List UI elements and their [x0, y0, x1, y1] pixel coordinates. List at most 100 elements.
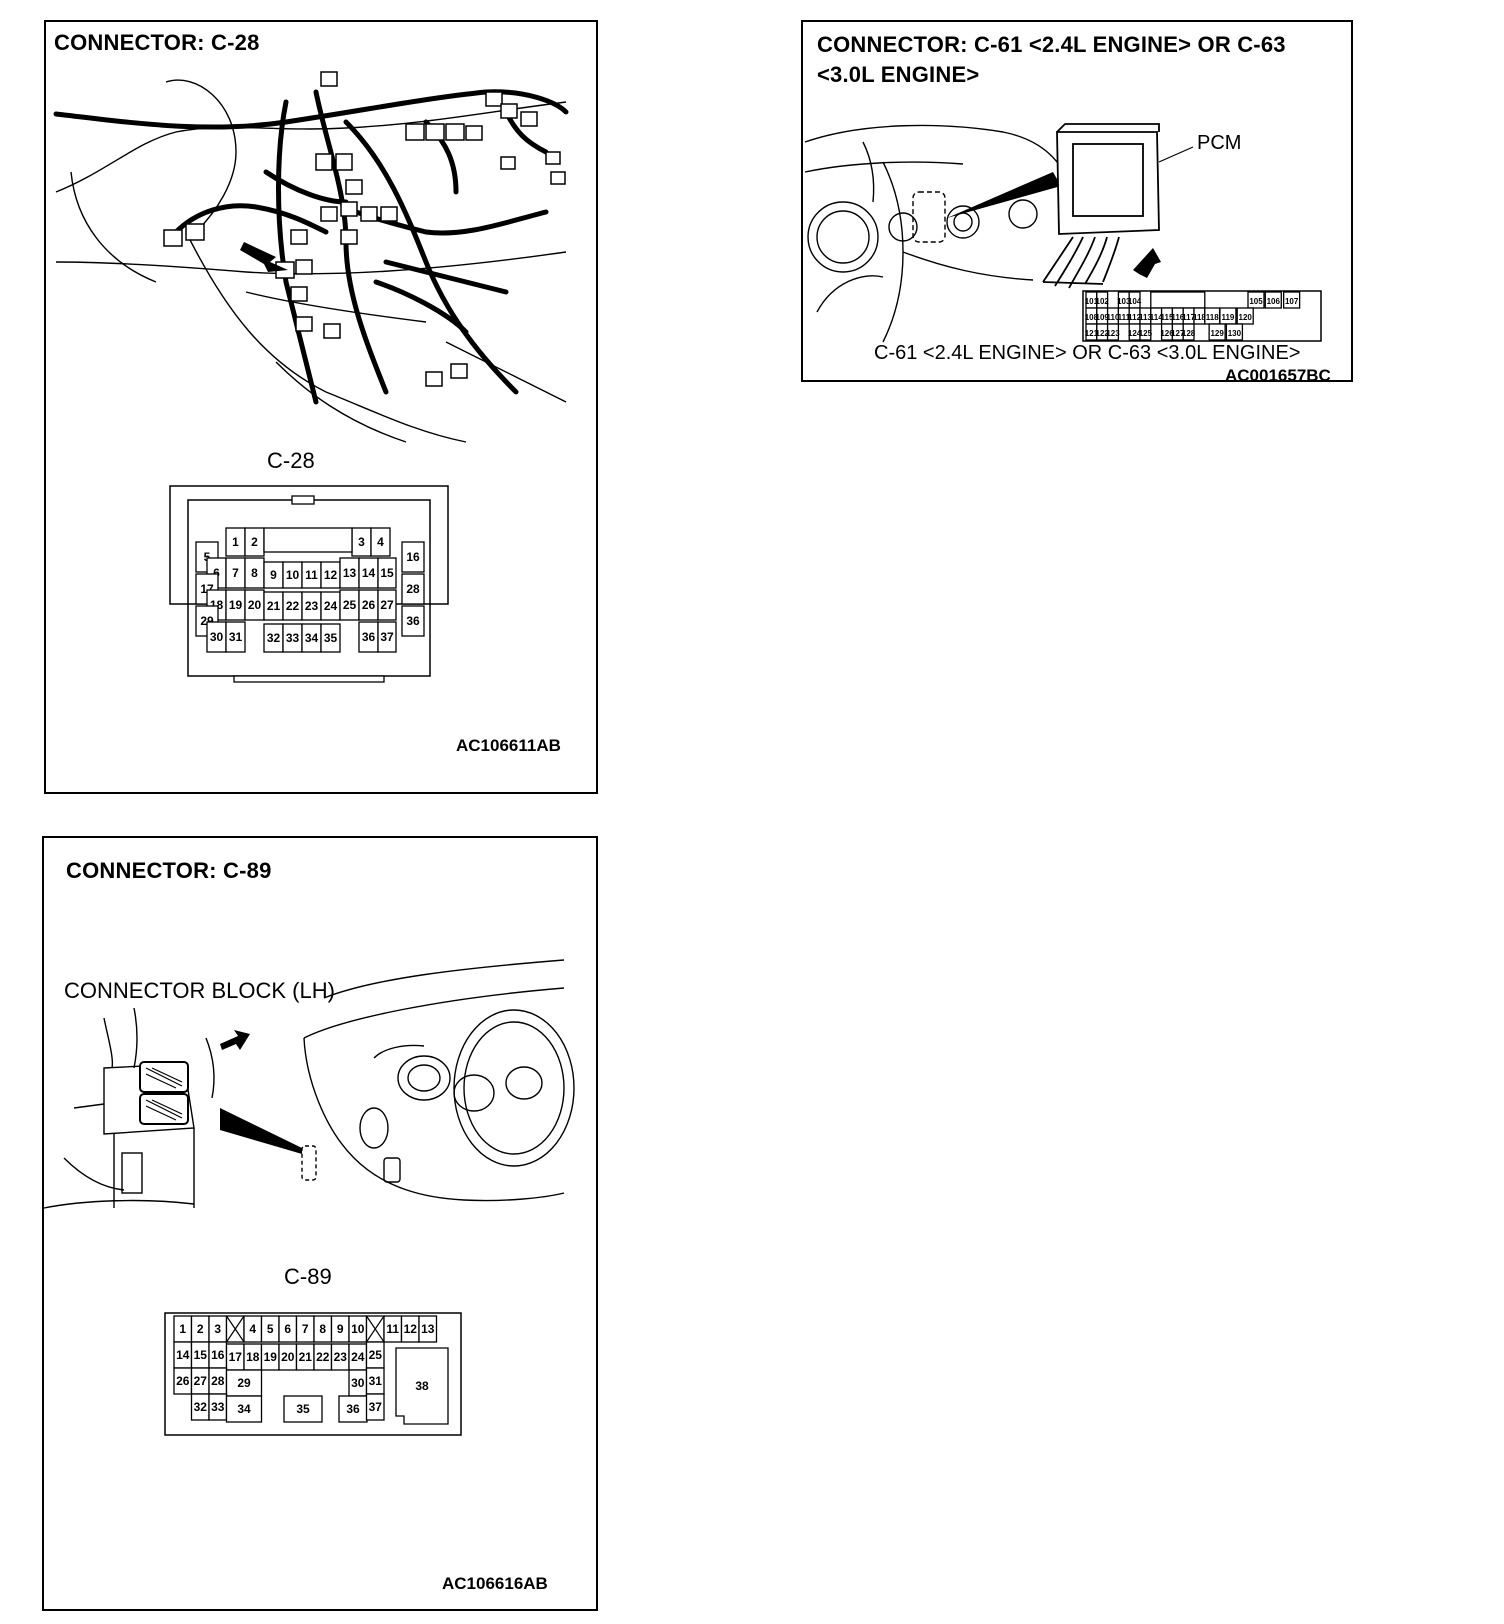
pin-number: 109: [1096, 313, 1110, 322]
pin-cell: [401, 605, 425, 637]
pin-number: 105: [1249, 297, 1263, 306]
pin-number: 13: [421, 1322, 435, 1336]
figure-ref: AC001657BC: [1225, 366, 1331, 385]
pin-number: 22: [286, 599, 300, 613]
pin-number: 102: [1096, 297, 1110, 306]
pin-number: 121: [1085, 329, 1099, 338]
pin-number: 21: [267, 599, 281, 613]
pin-number: 29: [237, 1376, 251, 1390]
pin-number: 122: [1096, 329, 1110, 338]
connector-block-label: CONNECTOR BLOCK (LH): [64, 978, 335, 1003]
pin-number: 7: [232, 566, 239, 580]
pin-number: 20: [248, 598, 262, 612]
pin-number: 33: [286, 631, 300, 645]
pin-cell: [225, 1395, 263, 1423]
dashboard-pcm-illustration: [804, 123, 1194, 343]
pin-number: 16: [406, 550, 420, 564]
pin-cell: [370, 527, 391, 557]
latch: [291, 495, 315, 505]
pin-number: 127: [1171, 329, 1185, 338]
pin-number: 1: [179, 1322, 186, 1336]
pin-number: 5: [267, 1322, 274, 1336]
pin-number: 27: [380, 598, 394, 612]
pin-cell: [1225, 323, 1244, 341]
connector-c28-panel: CONNECTOR: C-28: [44, 20, 598, 794]
pin-number: 7: [302, 1322, 309, 1336]
pin-number: 3: [214, 1322, 221, 1336]
pin-number: 27: [194, 1374, 208, 1388]
pin-number: 30: [210, 630, 224, 644]
connector-label: C-89: [284, 1264, 332, 1289]
pin-number: 124: [1128, 329, 1142, 338]
pin-number: 12: [404, 1322, 418, 1336]
pin-cell: [1236, 307, 1254, 325]
pin-number: 113: [1139, 313, 1152, 322]
pin-number: 115: [1161, 313, 1174, 322]
pin-number: 9: [337, 1322, 344, 1336]
pin-number: 24: [351, 1350, 365, 1364]
blocked-pin-mark: [366, 1315, 385, 1343]
pin-cell: [1208, 323, 1226, 341]
connector-c89-panel: CONNECTOR: C-89 CONNECTOR BLOCK (LH): [42, 836, 598, 1611]
pin-number: 118: [1206, 313, 1219, 322]
pinout-caption: C-61 <2.4L ENGINE> OR C-63 <3.0L ENGINE>: [874, 342, 1301, 364]
pin-cell: [225, 621, 246, 653]
panel-title: CONNECTOR: C-89: [66, 858, 272, 883]
pin-cell: [1282, 291, 1301, 309]
pin-number: 37: [380, 630, 394, 644]
pin-number: 35: [296, 1402, 310, 1416]
pin-number: 28: [211, 1374, 225, 1388]
pin-number: 4: [249, 1322, 256, 1336]
pin-number: 11: [386, 1322, 399, 1336]
pin-number: 20: [281, 1350, 295, 1364]
figure-ref: AC106611AB: [456, 736, 561, 755]
pin-number: 123: [1106, 329, 1120, 338]
pin-number: 31: [369, 1374, 383, 1388]
panel-title: CONNECTOR: C-61 <2.4L ENGINE> OR C-63 <3…: [817, 32, 1286, 87]
pin-number: 8: [251, 566, 258, 580]
pin-cell: [418, 1315, 438, 1343]
pin-number: 26: [362, 598, 376, 612]
pcm-label: PCM: [1197, 132, 1242, 154]
pin-number: 25: [343, 598, 357, 612]
pin-number: 15: [380, 566, 394, 580]
pin-number: 104: [1128, 297, 1142, 306]
pin-number: 118: [1193, 313, 1206, 322]
pin-cell: [365, 1393, 385, 1421]
pin-cell: [1182, 323, 1195, 341]
pin-number: 111: [1118, 313, 1131, 322]
key-block: [1150, 291, 1206, 309]
pin-number: 14: [362, 566, 376, 580]
pin-cell: [338, 1395, 368, 1423]
pin-cell: [377, 621, 397, 653]
pin-number: 116: [1171, 313, 1184, 322]
pin-number: 119: [1221, 313, 1234, 322]
pin-number: 32: [194, 1400, 208, 1414]
pin-number: 22: [316, 1350, 330, 1364]
pin-number: 129: [1210, 329, 1224, 338]
pin-number: 10: [286, 568, 300, 582]
pin-cell: [225, 1369, 263, 1397]
pin-number: 101: [1085, 297, 1099, 306]
connector-label: C-28: [267, 448, 315, 473]
pin-number: 112: [1128, 313, 1141, 322]
pin-number: 114: [1150, 313, 1163, 322]
pin-number: 34: [305, 631, 319, 645]
panel-title: CONNECTOR: C-28: [54, 30, 260, 55]
pin-number: 8: [319, 1322, 326, 1336]
connector-block-illustration: [43, 959, 575, 1209]
pin-number: 19: [264, 1350, 278, 1364]
pin-number: 35: [324, 631, 338, 645]
pin-cell: [377, 557, 397, 589]
connector-c61-panel: CONNECTOR: C-61 <2.4L ENGINE> OR C-63 <3…: [801, 20, 1353, 385]
pin-number: 107: [1285, 297, 1299, 306]
pin-number: 23: [305, 599, 319, 613]
pin-number: 6: [284, 1322, 291, 1336]
pin-number: 128: [1182, 329, 1196, 338]
pin-number: 13: [343, 566, 357, 580]
pin-number: 38: [415, 1379, 429, 1393]
pin-number: 2: [251, 535, 258, 549]
base-tab: [233, 675, 385, 683]
